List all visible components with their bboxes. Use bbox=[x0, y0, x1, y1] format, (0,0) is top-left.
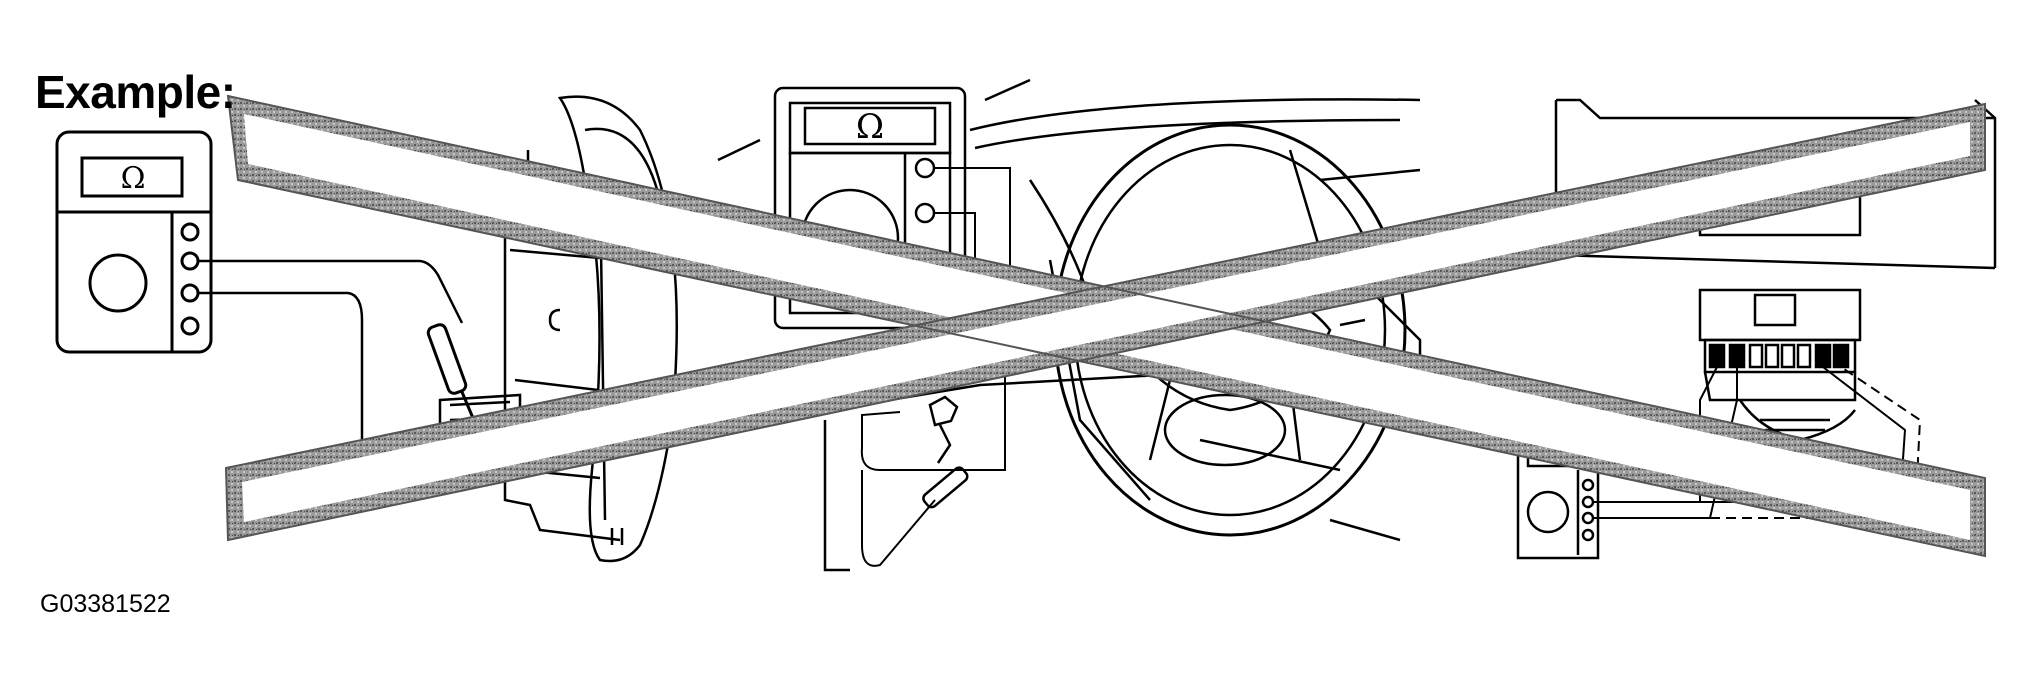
meter-display bbox=[80, 156, 184, 198]
ohm-symbol-left: Ω bbox=[121, 161, 146, 196]
cockpit-meter-display bbox=[803, 106, 937, 146]
meter-jack-positive bbox=[180, 251, 200, 271]
cross-out-marks bbox=[224, 94, 1986, 558]
meter-jack-negative bbox=[180, 283, 200, 303]
figure-code: G03381522 bbox=[40, 590, 171, 618]
ohm-symbol-cockpit: Ω bbox=[856, 107, 884, 147]
meter-body bbox=[55, 130, 213, 354]
meter-dial bbox=[88, 253, 148, 313]
example-label: Example: bbox=[35, 66, 236, 118]
cockpit-meter-body bbox=[773, 86, 967, 330]
